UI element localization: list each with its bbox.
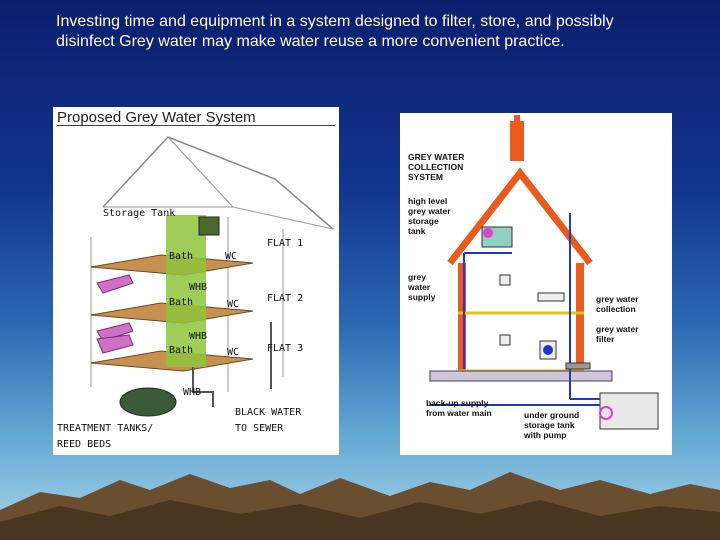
roof-ridge-line [167, 136, 234, 208]
system-label-line2: COLLECTION [408, 162, 464, 172]
bath-tub [96, 322, 134, 342]
grey-water-collection-system-figure: GREY WATER COLLECTION SYSTEM high level … [400, 113, 672, 455]
underground-tank [599, 392, 659, 430]
high-tank-label-line3: storage [408, 216, 439, 226]
high-tank-label-line1: high level [408, 196, 448, 206]
right-wall [576, 263, 584, 373]
mountain-front [0, 500, 720, 540]
flat-2-label: FLAT 2 [267, 293, 304, 304]
backup-label-line2: from water main [426, 408, 492, 418]
slide-caption: Investing time and equipment in a system… [56, 13, 614, 50]
high-tank-label-line2: grey water [408, 206, 451, 216]
storage-tank [198, 216, 220, 236]
house-drawing [429, 115, 659, 430]
chimney [510, 121, 524, 161]
wc-fixture [499, 274, 511, 286]
storage-tank-label: Storage Tank [103, 208, 176, 219]
system-label-line3: SYSTEM [408, 172, 443, 182]
roof-eave-right [232, 206, 334, 230]
roof-outline [102, 136, 334, 230]
whb-label-3: WHB [183, 387, 202, 398]
whb-label-1: WHB [189, 282, 208, 293]
drain-pipe [192, 367, 214, 407]
filter-label-line1: grey water [596, 324, 639, 334]
underground-label-line1: under ground [524, 410, 580, 420]
underground-label-line2: storage tank [524, 420, 575, 430]
tank-valve [483, 228, 493, 238]
black-water-label-line1: BLACK WATER [235, 407, 302, 418]
supply-label-line3: supply [408, 292, 436, 302]
flat-1-label: FLAT 1 [267, 238, 304, 249]
bath-label-1: Bath [169, 251, 194, 262]
left-wall [458, 263, 466, 373]
mountain-range [0, 472, 720, 540]
collection-label-line1: grey water [596, 294, 639, 304]
building-drawing [90, 136, 334, 417]
treatment-tank [119, 387, 177, 417]
wc-fixture [499, 334, 511, 346]
filter-label-line2: filter [596, 334, 615, 344]
chimney-pot [514, 115, 520, 125]
bath-label-3: Bath [169, 345, 194, 356]
foundation [429, 370, 613, 382]
supply-label-line2: water [408, 282, 431, 292]
filter [565, 362, 591, 370]
backup-label-line1: back-up supply [426, 398, 489, 408]
title-underline [57, 125, 335, 126]
underground-label-line3: with pump [524, 430, 567, 440]
wc-label-2: WC [227, 299, 240, 310]
treatment-label-line1: TREATMENT TANKS/ [57, 423, 154, 434]
pump [599, 406, 613, 420]
bath-tub [96, 274, 134, 294]
proposed-grey-water-system-figure: Proposed Grey Water System Storage Tank … [53, 107, 339, 455]
high-tank-label-line4: tank [408, 226, 426, 236]
figure-title: Proposed Grey Water System [57, 109, 256, 126]
whb-label-2: WHB [189, 331, 208, 342]
roof [447, 167, 593, 266]
bath-fixture [537, 292, 565, 302]
system-label-line1: GREY WATER [408, 152, 465, 162]
black-water-label-line2: TO SEWER [235, 423, 284, 434]
wc-label-3: WC [227, 347, 240, 358]
bath-label-2: Bath [169, 297, 194, 308]
machine-drum [543, 345, 553, 355]
supply-label-line1: grey [408, 272, 426, 282]
bath-tub [96, 334, 134, 354]
wc-label-1: WC [225, 251, 238, 262]
collection-label-line2: collection [596, 304, 636, 314]
treatment-label-line2: REED BEDS [57, 439, 112, 450]
flat-3-label: FLAT 3 [267, 343, 304, 354]
grey-water-column [166, 215, 206, 367]
